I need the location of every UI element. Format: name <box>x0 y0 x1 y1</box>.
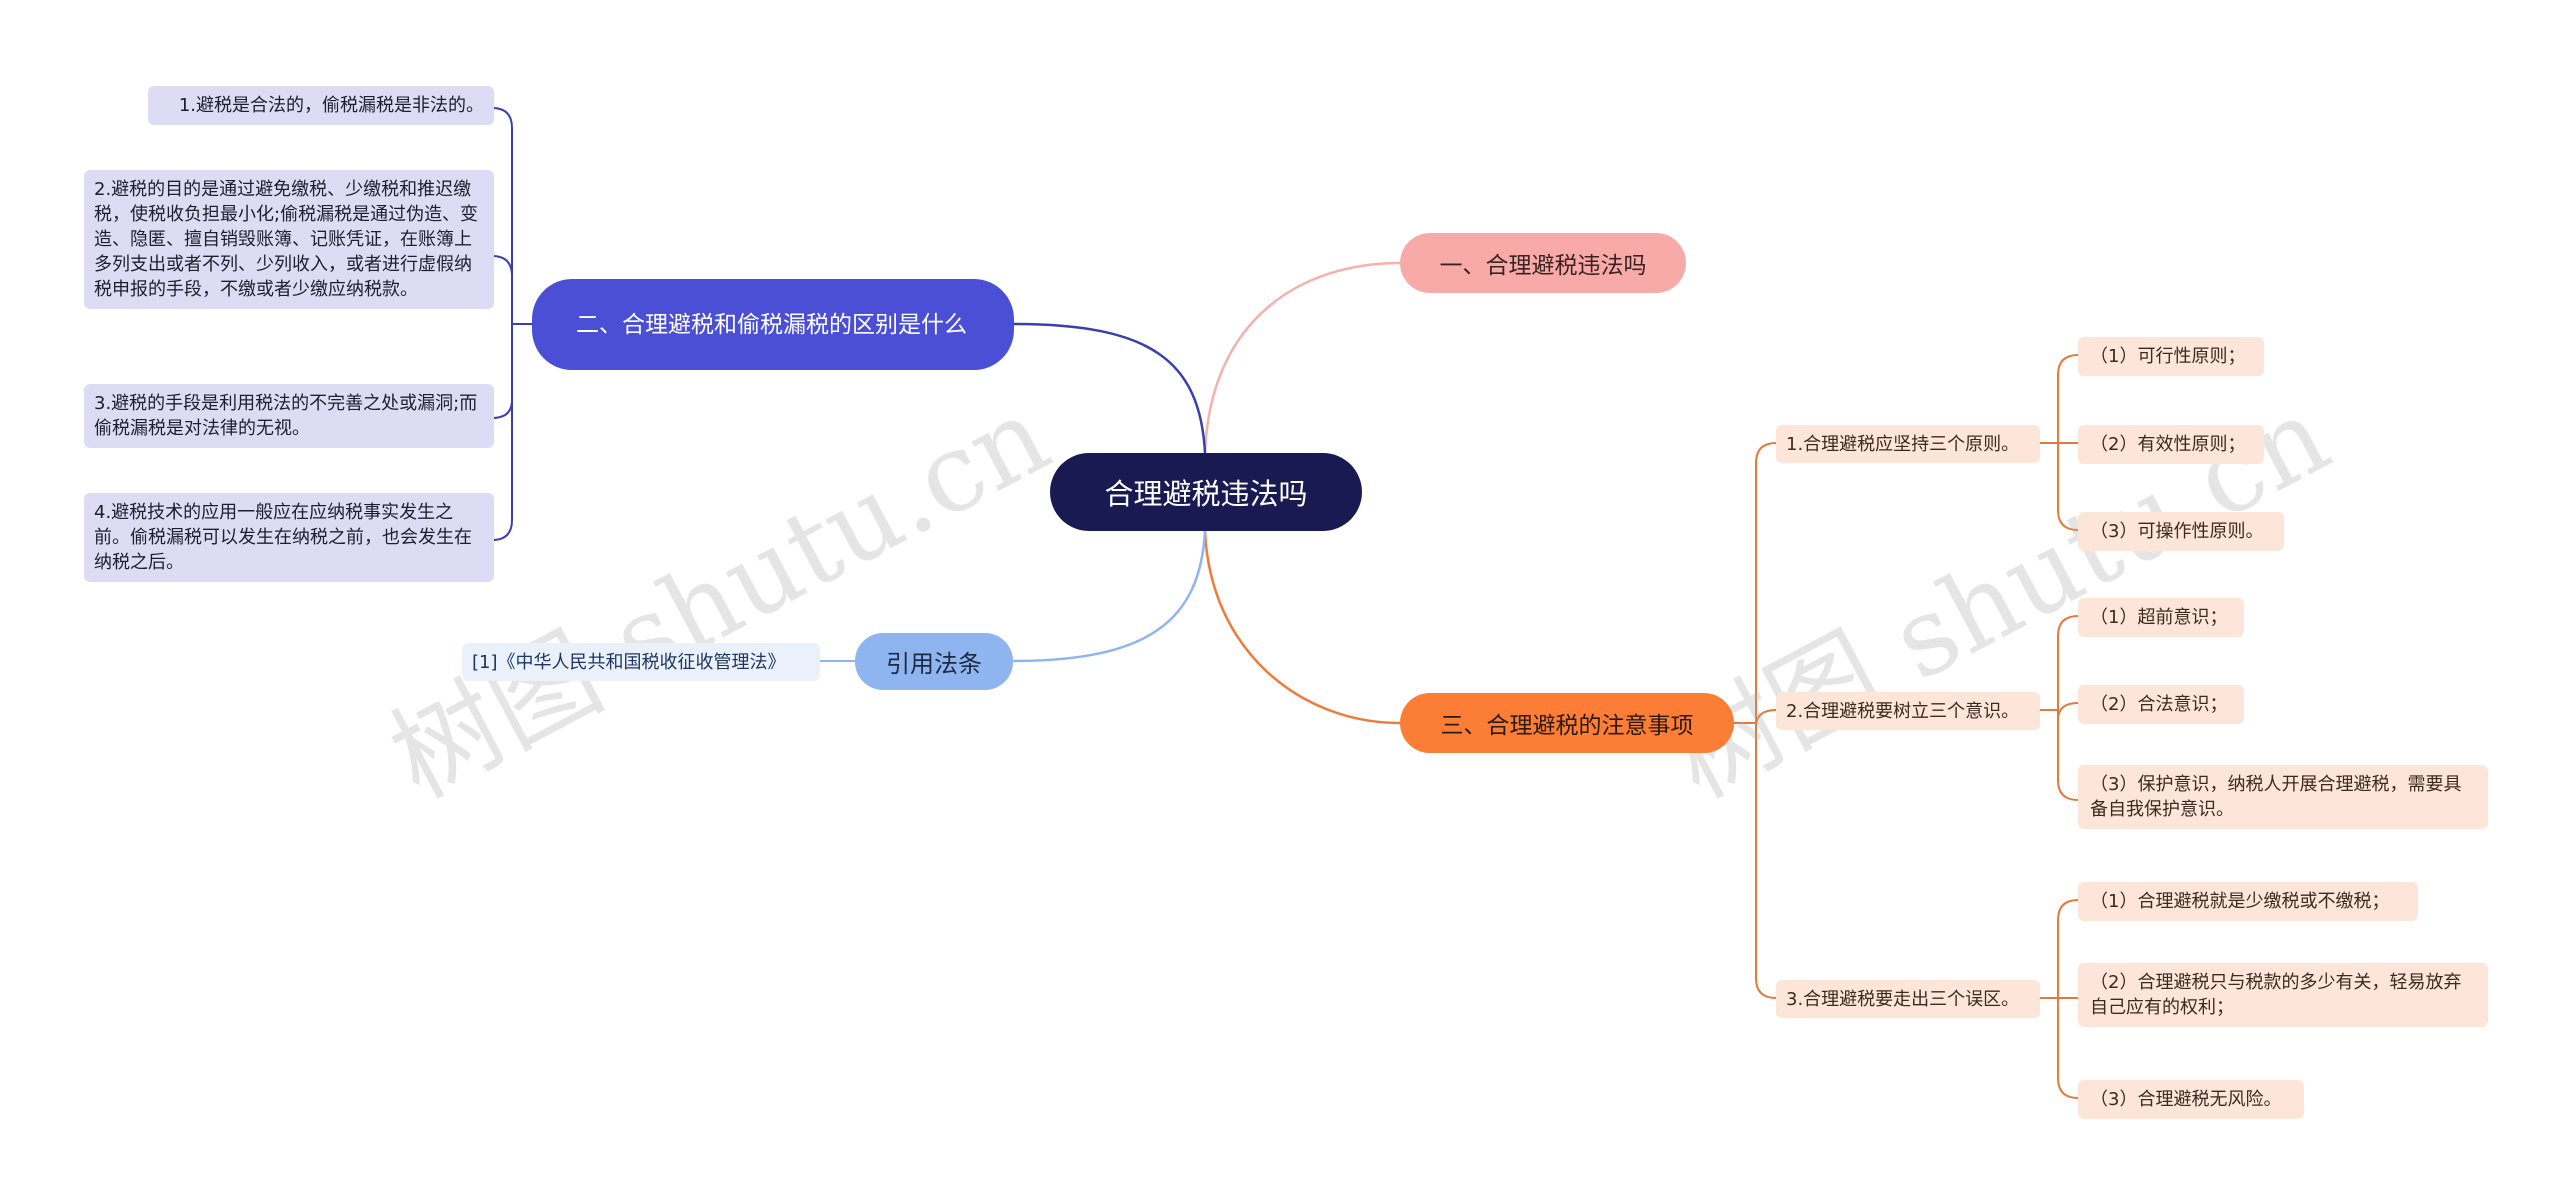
b2-leaf-4[interactable]: 4.避税技术的应用一般应在应纳税事实发生之前。偷税漏税可以发生在纳税之前，也会发… <box>84 493 494 582</box>
b3-group-3[interactable]: 3.合理避税要走出三个误区。 <box>1776 980 2040 1018</box>
b2-leaf-2[interactable]: 2.避税的目的是通过避免缴税、少缴税和推迟缴税，使税收负担最小化;偷税漏税是通过… <box>84 170 494 309</box>
link-g1-i1 <box>2057 354 2079 443</box>
branch-node-3[interactable]: 三、合理避税的注意事项 <box>1400 693 1734 753</box>
link-b3-g1 <box>1755 442 1777 723</box>
link-central-b3 <box>1203 530 1401 725</box>
branch-node-2-label: 二、合理避税和偷税漏税的区别是什么 <box>576 311 967 338</box>
link-central-b1 <box>1203 261 1401 454</box>
link-g2-i2 <box>2057 702 2079 721</box>
b3-g2-item-1[interactable]: （1）超前意识； <box>2078 598 2244 637</box>
b2-leaf-1[interactable]: 1.避税是合法的，偷税漏税是非法的。 <box>148 86 494 125</box>
b3-g3-item-3[interactable]: （3）合理避税无风险。 <box>2078 1080 2304 1119</box>
b3-g3-item-1[interactable]: （1）合理避税就是少缴税或不缴税； <box>2078 882 2418 921</box>
b3-g2-item-3[interactable]: （3）保护意识，纳税人开展合理避税，需要具备自我保护意识。 <box>2078 765 2488 829</box>
link-b2-leaf1 <box>491 107 513 324</box>
branch-node-1[interactable]: 一、合理避税违法吗 <box>1400 233 1686 293</box>
link-g2-i1 <box>2057 615 2079 710</box>
link-central-b4 <box>1012 530 1207 663</box>
link-g1-i3 <box>2057 443 2079 531</box>
b3-g1-item-2[interactable]: （2）有效性原则； <box>2078 425 2264 464</box>
reference-leaf-1[interactable]: [1]《中华人民共和国税收征收管理法》 <box>462 643 820 681</box>
link-b2-leaf3 <box>491 324 513 419</box>
b3-group-1[interactable]: 1.合理避税应坚持三个原则。 <box>1776 425 2040 463</box>
b3-group-2[interactable]: 2.合理避税要树立三个意识。 <box>1776 692 2040 730</box>
link-g3-i3 <box>2057 998 2079 1099</box>
link-central-b2 <box>1013 322 1207 454</box>
b3-g1-item-3[interactable]: （3）可操作性原则。 <box>2078 512 2284 551</box>
link-b3-g3 <box>1755 723 1777 999</box>
central-topic[interactable]: 合理避税违法吗 <box>1050 453 1362 531</box>
branch-node-references[interactable]: 引用法条 <box>855 633 1013 690</box>
b2-leaf-3[interactable]: 3.避税的手段是利用税法的不完善之处或漏洞;而偷税漏税是对法律的无视。 <box>84 384 494 448</box>
link-g2-i3 <box>2057 710 2079 801</box>
link-b2-leaf4 <box>491 400 513 541</box>
branch-node-2[interactable]: 二、合理避税和偷税漏税的区别是什么 <box>532 279 1014 370</box>
link-g3-i1 <box>2057 899 2079 998</box>
b3-g3-item-2[interactable]: （2）合理避税只与税款的多少有关，轻易放弃自己应有的权利； <box>2078 963 2488 1027</box>
b3-g2-item-2[interactable]: （2）合法意识； <box>2078 685 2244 724</box>
link-b3-g2 <box>1755 709 1777 728</box>
b3-g1-item-1[interactable]: （1）可行性原则； <box>2078 337 2264 376</box>
link-b2-leaf2 <box>491 255 513 277</box>
